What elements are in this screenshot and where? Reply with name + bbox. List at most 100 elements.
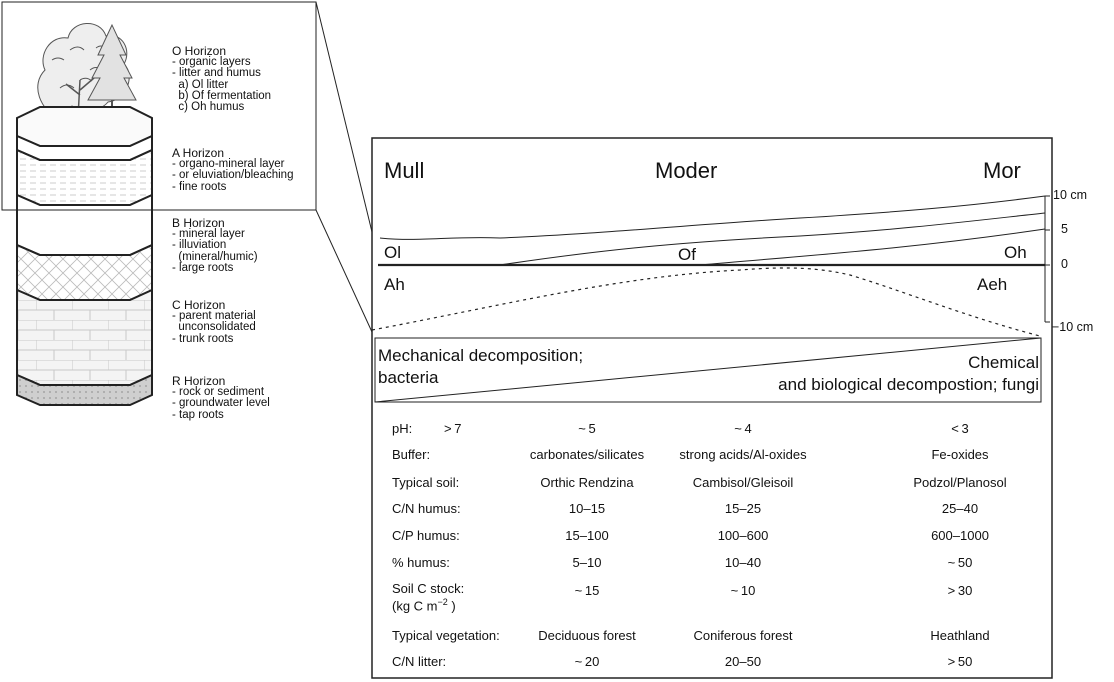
r-horizon-description: R Horizon - rock or sediment - groundwat…	[172, 374, 270, 421]
zoom-connector	[1, 1, 373, 333]
row-label-cp-humus: C/P humus:	[392, 528, 460, 543]
table-cell: 20–50	[724, 654, 762, 669]
soil-column	[16, 23, 153, 406]
mechanical-decomposition-text: Mechanical decomposition; bacteria	[378, 345, 583, 389]
table-cell: Podzol/Planosol	[913, 475, 1007, 490]
table-cell: 15–25	[724, 501, 762, 516]
a-horizon-line: - or eluviation/bleaching	[172, 169, 294, 182]
table-cell: ~ 10	[730, 583, 756, 598]
humus-panel-frame	[371, 137, 1053, 679]
o-horizon-description: O Horizon - organic layers - litter and …	[172, 44, 272, 114]
table-cell: 15–100	[565, 528, 609, 543]
unit-exponent: −2	[437, 597, 448, 607]
oh-boundary-line	[699, 228, 1046, 266]
table-cell: 600–1000	[931, 528, 989, 543]
row-label-typical-vegetation: Typical vegetation:	[392, 628, 500, 643]
o-horizon-line: a) Ol litter	[172, 78, 229, 91]
table-cell: > 50	[947, 654, 973, 669]
table-cell: 5–10	[572, 555, 602, 570]
table-cell: carbonates/silicates	[529, 447, 645, 462]
ah-label: Ah	[384, 275, 405, 294]
table-cell: > 30	[947, 583, 973, 598]
a-horizon-description: A Horizon - organo-mineral layer - or el…	[172, 146, 294, 193]
table-cell: 10–15	[568, 501, 606, 516]
b-horizon-line: - mineral layer	[172, 228, 245, 241]
o-horizon-line: c) Oh humus	[172, 101, 245, 114]
table-cell: 10–40	[724, 555, 762, 570]
b-horizon-line: - illuviation	[172, 239, 227, 252]
b-horizon-line: - large roots	[172, 261, 234, 274]
o-horizon-layer	[16, 106, 153, 147]
unit-text-close: )	[447, 598, 456, 614]
b-horizon-description: B Horizon - mineral layer - illuviation …	[172, 216, 258, 274]
r-horizon-layer	[16, 373, 153, 406]
a-horizon-line: - fine roots	[172, 180, 227, 193]
o-horizon-line: b) Of fermentation	[172, 89, 272, 102]
ph-value: < 3	[951, 421, 969, 436]
aeh-label: Aeh	[977, 275, 1008, 294]
r-horizon-title: R Horizon	[172, 374, 226, 388]
ph-mull-gt7: > 7	[444, 421, 462, 436]
mull-label: Mull	[384, 158, 425, 183]
o-horizon-line: - organic layers	[172, 56, 251, 69]
row-label-cn-humus: C/N humus:	[392, 501, 461, 516]
row-label-soil-c-stock: Soil C stock:	[392, 581, 465, 596]
depth-tick-minus10cm: −10 cm	[1052, 320, 1094, 334]
r-horizon-line: - rock or sediment	[172, 386, 265, 399]
ph-value: ~ 4	[734, 421, 752, 436]
unit-text: (kg C m	[392, 598, 438, 614]
of-boundary-line	[499, 212, 1046, 266]
c-horizon-line: - parent material	[172, 310, 256, 323]
decomposition-divider	[374, 337, 1042, 403]
table-cell: Coniferous forest	[693, 628, 793, 643]
chemical-decomposition-text: Chemical and biological decompostion; fu…	[778, 352, 1039, 396]
b-horizon-layer	[16, 193, 153, 256]
layer-boundaries	[371, 195, 1046, 337]
row-label-buffer: Buffer:	[392, 447, 431, 462]
chemical-line-2: and biological decompostion; fungi	[778, 375, 1039, 394]
c-horizon-description: C Horizon - parent material unconsolidat…	[172, 298, 256, 345]
table-cell: Cambisol/Gleisoil	[692, 475, 794, 490]
row-label-typical-soil: Typical soil:	[392, 475, 460, 490]
c-horizon-line: - trunk roots	[172, 332, 234, 345]
table-cell: ~ 15	[574, 583, 600, 598]
b-horizon-title: B Horizon	[172, 216, 225, 230]
table-cell: strong acids/Al-oxides	[679, 447, 807, 462]
o-horizon-title: O Horizon	[172, 44, 227, 58]
a-horizon-line: - organo-mineral layer	[172, 158, 285, 171]
oh-label: Oh	[1004, 243, 1027, 262]
r-horizon-line: - tap roots	[172, 408, 224, 421]
r-horizon-line: - groundwater level	[172, 397, 270, 410]
depth-axis	[1044, 195, 1050, 323]
of-label: Of	[678, 245, 696, 264]
ph-label: pH:	[392, 421, 413, 436]
chemical-line-1: Chemical	[968, 353, 1039, 372]
litter-top-line	[379, 195, 1046, 240]
table-cell: Heathland	[930, 628, 990, 643]
mechanical-line-2: bacteria	[378, 368, 439, 387]
table-cell: 25–40	[941, 501, 979, 516]
decomposition-box	[374, 337, 1042, 403]
c-horizon-layer	[16, 288, 153, 386]
soil-c-stock-unit: (kg C m−2 )	[392, 597, 456, 613]
row-label-cn-litter: C/N litter:	[392, 654, 447, 669]
mechanical-line-1: Mechanical decomposition;	[378, 346, 584, 365]
table-cell: 100–600	[717, 528, 769, 543]
c-horizon-line: unconsolidated	[172, 321, 256, 334]
moder-label: Moder	[655, 158, 718, 183]
table-cell: Orthic Rendzina	[540, 475, 634, 490]
c-horizon-title: C Horizon	[172, 298, 226, 312]
mor-label: Mor	[983, 158, 1021, 183]
table-cell: ~ 20	[574, 654, 600, 669]
table-cell: Fe-oxides	[931, 447, 989, 462]
a-horizon-title: A Horizon	[172, 146, 225, 160]
table-cell: ~ 50	[947, 555, 973, 570]
o-horizon-line: - litter and humus	[172, 67, 261, 80]
ph-value: ~ 5	[578, 421, 596, 436]
depth-tick-0: 0	[1061, 257, 1068, 271]
row-label-percent-humus: % humus:	[392, 555, 450, 570]
eluviation-boundary-dashed	[371, 267, 1041, 337]
depth-tick-5: 5	[1061, 222, 1068, 236]
depth-tick-10cm: 10 cm	[1053, 188, 1088, 202]
